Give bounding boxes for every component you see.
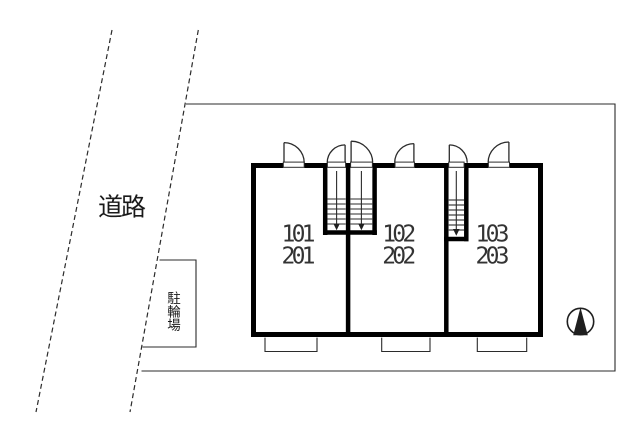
stairwell-double xyxy=(322,165,377,235)
unit-label-101-201: 101 201 xyxy=(282,222,316,270)
door-threshold xyxy=(350,161,373,168)
north-arrow-triangle xyxy=(573,307,588,336)
building-outline xyxy=(251,163,543,337)
door-swing-arc xyxy=(351,140,374,163)
north-arrow-icon xyxy=(566,307,595,336)
unit-101-text: 101 xyxy=(282,222,316,248)
stair-treads-right-flight xyxy=(350,171,373,231)
porch-unit-103 xyxy=(476,337,528,353)
road: 道路 xyxy=(35,29,199,413)
unit-201-text: 201 xyxy=(282,244,316,270)
stair-down-arrow-icon xyxy=(358,223,365,231)
stair-down-arrow-icon xyxy=(333,223,340,231)
door-stairwell-left xyxy=(326,144,347,168)
door-swing-arc xyxy=(449,144,468,163)
doors xyxy=(282,140,510,168)
bicycle-parking-outline xyxy=(142,259,197,348)
door-unit-103 xyxy=(487,141,510,168)
unit-202-text: 202 xyxy=(382,244,416,270)
property-boundary-line xyxy=(141,103,616,372)
road-label: 道路 xyxy=(98,194,146,222)
stair-treads-single-flight xyxy=(448,171,464,236)
door-stairwell-right xyxy=(350,140,374,168)
door-swing-arc xyxy=(326,144,346,163)
stair-treads-left-flight xyxy=(327,171,346,231)
porch-unit-101 xyxy=(264,337,318,353)
porch-unit-102 xyxy=(381,337,431,353)
unit-203-text: 203 xyxy=(476,244,510,270)
bicycle-parking-label: 駐輪場 xyxy=(165,291,181,332)
stair-down-arrow-icon xyxy=(453,229,460,236)
door-threshold xyxy=(282,161,305,168)
unit-102-text: 102 xyxy=(382,222,416,248)
door-unit-102 xyxy=(394,142,415,168)
bicycle-parking: 駐輪場 xyxy=(142,259,197,348)
porches xyxy=(264,337,528,353)
road-edge-right-line xyxy=(129,29,199,413)
door-stairwell-single xyxy=(448,144,468,168)
door-threshold xyxy=(394,161,415,168)
property-boundary xyxy=(141,103,616,372)
road-edge-left-line xyxy=(35,29,113,413)
door-threshold xyxy=(326,161,347,168)
door-unit-101 xyxy=(282,141,305,168)
stairwell-single xyxy=(444,165,469,242)
door-swing-arc xyxy=(283,141,305,163)
door-swing-arc xyxy=(487,141,509,163)
building: 101 201 102 202 103 203 xyxy=(251,140,543,353)
door-swing-arc xyxy=(394,142,414,163)
door-threshold xyxy=(487,161,510,168)
unit-103-text: 103 xyxy=(476,222,510,248)
unit-labels: 101 201 102 202 103 203 xyxy=(282,222,510,270)
unit-label-102-202: 102 202 xyxy=(382,222,416,270)
unit-label-103-203: 103 203 xyxy=(476,222,510,270)
door-threshold xyxy=(448,161,465,168)
